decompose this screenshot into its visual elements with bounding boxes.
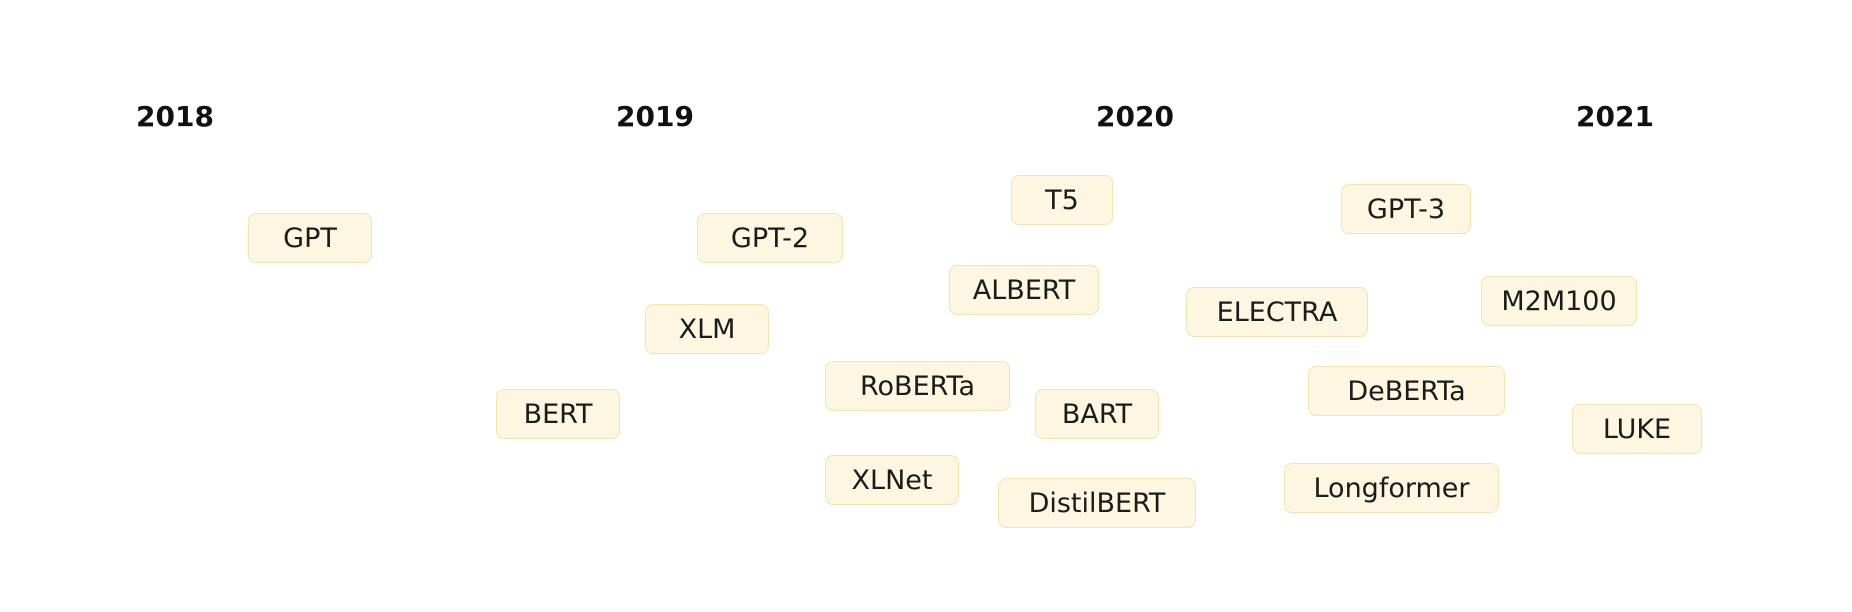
model-box-gpt-3: GPT-3 <box>1341 184 1471 234</box>
model-box-m2m100: M2M100 <box>1481 276 1637 326</box>
model-box-roberta: RoBERTa <box>825 361 1010 411</box>
year-label-2020: 2020 <box>1096 100 1174 133</box>
model-box-t5: T5 <box>1011 175 1113 225</box>
year-label-2019: 2019 <box>616 100 694 133</box>
model-box-albert: ALBERT <box>949 265 1099 315</box>
year-label-2018: 2018 <box>136 100 214 133</box>
model-box-bart: BART <box>1035 389 1159 439</box>
model-box-gpt-2: GPT-2 <box>697 213 843 263</box>
model-box-longformer: Longformer <box>1284 463 1499 513</box>
model-box-xlnet: XLNet <box>825 455 959 505</box>
model-box-distilbert: DistilBERT <box>998 478 1196 528</box>
model-box-electra: ELECTRA <box>1186 287 1368 337</box>
model-box-deberta: DeBERTa <box>1308 366 1505 416</box>
model-box-gpt: GPT <box>248 213 372 263</box>
year-label-2021: 2021 <box>1576 100 1654 133</box>
model-box-xlm: XLM <box>645 304 769 354</box>
model-box-bert: BERT <box>496 389 620 439</box>
model-box-luke: LUKE <box>1572 404 1702 454</box>
